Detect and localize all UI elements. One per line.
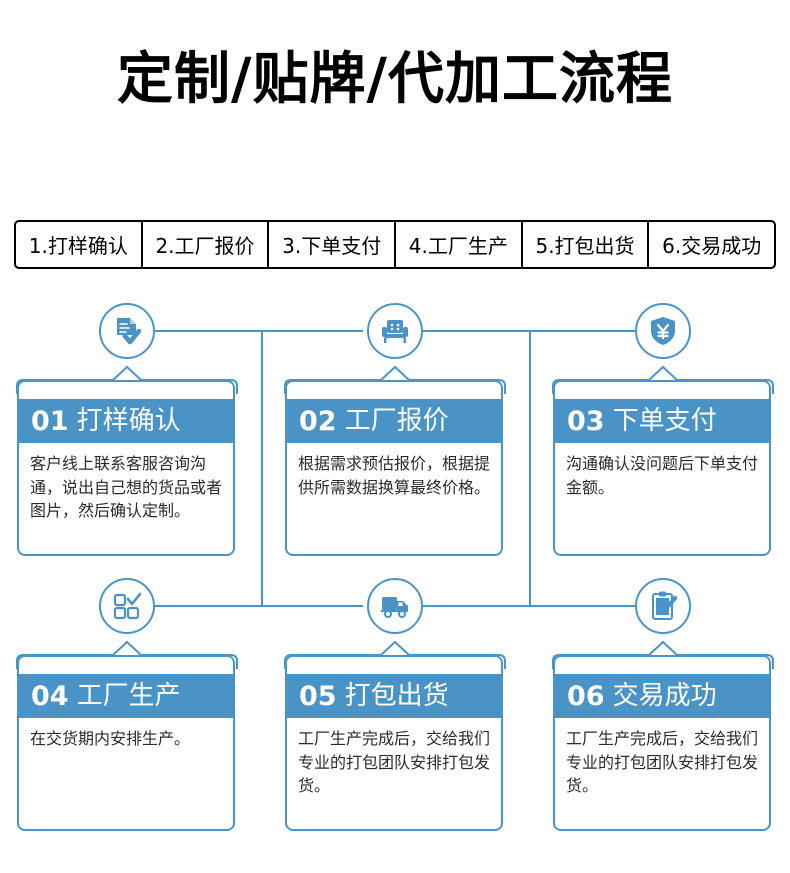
card-number: 02 [299, 405, 337, 437]
tab-step-1[interactable]: 1.打样确认 [16, 222, 143, 267]
card-description: 工厂生产完成后，交给我们专业的打包团队安排打包发货。 [566, 729, 759, 796]
step-node-2[interactable] [367, 303, 423, 359]
card-header: 05 打包出货 [287, 674, 501, 718]
card-top-strip [287, 382, 501, 399]
card-title: 打样确认 [76, 406, 181, 436]
step-node-6[interactable] [635, 578, 691, 634]
card-title: 打包出货 [344, 681, 449, 711]
card-number: 06 [567, 680, 605, 712]
card-title: 工厂生产 [76, 681, 181, 711]
card-number: 04 [31, 680, 69, 712]
card-number: 01 [31, 405, 69, 437]
card-top-strip [19, 657, 233, 674]
armchair-icon [378, 314, 412, 348]
shield-yuan-icon [646, 314, 680, 348]
step-card-5[interactable]: 05 打包出货 工厂生产完成后，交给我们专业的打包团队安排打包发货。 [285, 655, 503, 831]
grid-check-icon [110, 589, 144, 623]
tab-step-6[interactable]: 6.交易成功 [662, 234, 762, 258]
card-title: 工厂报价 [344, 406, 449, 436]
card-description: 根据需求预估报价，根据提供所需数据换算最终价格。 [298, 454, 491, 497]
card-number: 05 [299, 680, 337, 712]
card-title: 下单支付 [612, 406, 717, 436]
document-check-icon [110, 314, 144, 348]
step-card-1[interactable]: 01 打样确认 客户线上联系客服咨询沟通，说出自己想的货品或者图片，然后确认定制… [17, 380, 235, 556]
card-header: 03 下单支付 [555, 399, 769, 443]
step-node-3[interactable] [635, 303, 691, 359]
step-node-4[interactable] [99, 578, 155, 634]
card-description: 在交货期内安排生产。 [30, 729, 191, 748]
clipboard-check-icon [646, 589, 680, 623]
card-title: 交易成功 [612, 681, 717, 711]
step-node-5[interactable] [367, 578, 423, 634]
delivery-truck-icon [378, 589, 412, 623]
tab-step-3[interactable]: 3.下单支付 [269, 222, 397, 267]
card-top-strip [287, 657, 501, 674]
step-card-6[interactable]: 06 交易成功 工厂生产完成后，交给我们专业的打包团队安排打包发货。 [553, 655, 771, 831]
card-top-strip [555, 657, 769, 674]
card-description: 工厂生产完成后，交给我们专业的打包团队安排打包发货。 [298, 729, 491, 796]
page-title: 定制/贴牌/代加工流程 [117, 47, 673, 112]
card-number: 03 [567, 405, 605, 437]
card-header: 06 交易成功 [555, 674, 769, 718]
step-tab-strip: 1.打样确认 2.工厂报价 3.下单支付 4.工厂生产 5.打包出货 6.交易成… [14, 220, 776, 269]
tab-step-5[interactable]: 5.打包出货 [523, 222, 650, 267]
card-header: 04 工厂生产 [19, 674, 233, 718]
tab-step-4[interactable]: 4.工厂生产 [396, 222, 523, 267]
card-description: 客户线上联系客服咨询沟通，说出自己想的货品或者图片，然后确认定制。 [30, 454, 223, 521]
step-card-3[interactable]: 03 下单支付 沟通确认没问题后下单支付金额。 [553, 380, 771, 556]
card-top-strip [555, 382, 769, 399]
card-top-strip [19, 382, 233, 399]
step-card-4[interactable]: 04 工厂生产 在交货期内安排生产。 [17, 655, 235, 831]
step-node-1[interactable] [99, 303, 155, 359]
tab-step-2[interactable]: 2.工厂报价 [143, 222, 270, 267]
card-header: 02 工厂报价 [287, 399, 501, 443]
step-card-2[interactable]: 02 工厂报价 根据需求预估报价，根据提供所需数据换算最终价格。 [285, 380, 503, 556]
card-header: 01 打样确认 [19, 399, 233, 443]
process-flow-diagram: 01 打样确认 客户线上联系客服咨询沟通，说出自己想的货品或者图片，然后确认定制… [0, 284, 790, 854]
card-description: 沟通确认没问题后下单支付金额。 [566, 454, 759, 497]
